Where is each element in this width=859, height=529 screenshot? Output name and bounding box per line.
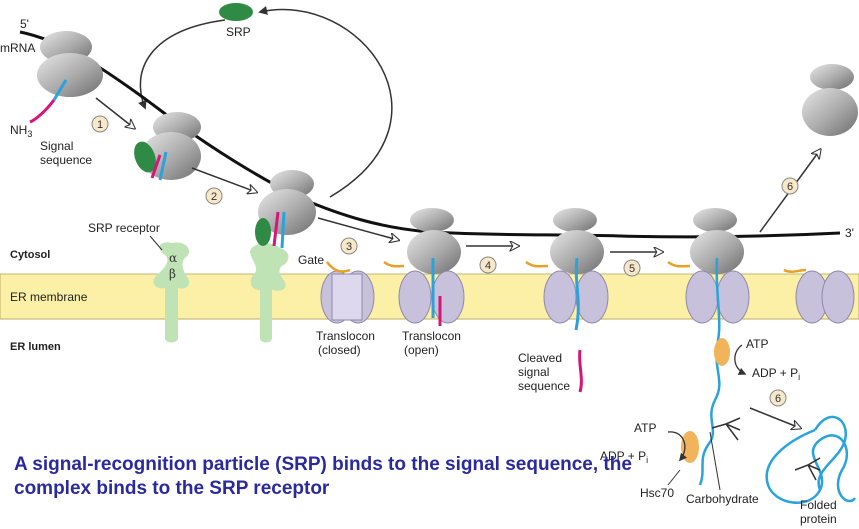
step-6-number-lower: 6	[775, 393, 781, 405]
translocon-6	[685, 270, 750, 324]
released-small-subunit	[810, 64, 854, 90]
step-2-number: 2	[211, 191, 217, 203]
ribosome-4	[407, 208, 461, 274]
srp-label: SRP	[226, 25, 251, 39]
arrow-step-2	[191, 167, 256, 192]
srp-return-arrow	[138, 19, 226, 110]
srp-receptor-label: SRP receptor	[88, 221, 160, 235]
cleaved-label-line1: Cleaved	[518, 351, 562, 365]
ribosome-6	[690, 208, 744, 274]
step-2-badge	[205, 187, 223, 205]
nh3-label: NH3	[10, 123, 32, 139]
adp-label-2: ADP + Pi	[600, 449, 648, 465]
five-prime-label: 5'	[20, 17, 29, 31]
beta-label: β	[169, 267, 176, 281]
folded-protein	[765, 415, 857, 504]
srp-receptor-bound	[250, 243, 289, 343]
step-3-badge	[340, 237, 358, 255]
arrow-step-6-folding	[749, 407, 800, 428]
hsc70-upper	[714, 338, 730, 366]
signal-sequence-label-line1: Signal	[40, 139, 73, 153]
step-3-number: 3	[346, 241, 352, 253]
folded-label-line2: protein	[800, 512, 837, 526]
translocon-7	[795, 270, 855, 324]
translocon-closed-label-line2: (closed)	[318, 343, 361, 357]
gate-plug	[326, 261, 351, 273]
cytosol-label: Cytosol	[10, 249, 50, 261]
translocon-5	[543, 270, 609, 324]
adp-label-1: ADP + Pi	[752, 366, 800, 382]
srp-bound-2	[134, 141, 156, 173]
three-prime-label: 3'	[845, 226, 854, 240]
signal-sequence-1	[29, 99, 56, 124]
carbohydrate-label: Carbohydrate	[686, 492, 759, 506]
arrow-step-3	[317, 217, 398, 240]
step-1-number: 1	[97, 119, 103, 131]
atp-label-1: ATP	[746, 337, 768, 351]
er-lumen-label: ER lumen	[10, 341, 61, 353]
atp-label-2: ATP	[634, 421, 656, 435]
cleaved-signal-sequence	[578, 349, 583, 393]
translocon-closed-label-line1: Translocon	[316, 329, 375, 343]
carbohydrate-tree	[711, 417, 741, 441]
step-4-number: 4	[485, 260, 491, 272]
step-6-badge-lower	[769, 389, 787, 407]
translocon-closed	[320, 270, 375, 324]
gate-label: Gate	[298, 253, 324, 267]
nascent-chain	[698, 257, 721, 486]
alpha-label: α	[169, 251, 177, 265]
srp-receptor-free	[153, 242, 190, 343]
step-5-number: 5	[629, 263, 635, 275]
step-6-number-upper: 6	[787, 181, 793, 193]
hsc70-label: Hsc70	[640, 486, 674, 500]
signal-sequence-label-line2: sequence	[40, 153, 92, 167]
translocon-open-label-line2: (open)	[404, 343, 439, 357]
srp-bound-3	[255, 218, 271, 246]
srp-particle	[219, 3, 253, 21]
mrna-label: mRNA	[0, 41, 35, 55]
er-membrane-label: ER membrane	[10, 290, 88, 304]
released-large-subunit	[802, 88, 858, 136]
hsc70-lower	[681, 431, 699, 463]
step-4-badge	[479, 256, 497, 274]
cleaved-label-line3: sequence	[518, 379, 570, 393]
srp-recycle-arrow	[258, 6, 393, 198]
mrna-strand	[19, 30, 841, 239]
arrow-step-1	[95, 97, 134, 128]
translocon-open-label-line1: Translocon	[402, 329, 461, 343]
folded-label-line1: Folded	[800, 498, 837, 512]
figure-caption: A signal-recognition particle (SRP) bind…	[14, 454, 632, 499]
ribosome-5	[550, 208, 604, 274]
step-6-badge-upper	[781, 177, 799, 195]
ribosome-1	[37, 31, 103, 97]
cleaved-label-line2: signal	[518, 365, 549, 379]
step-5-badge	[623, 259, 641, 277]
ribosome-3	[258, 170, 316, 235]
step-1-badge	[91, 115, 109, 133]
